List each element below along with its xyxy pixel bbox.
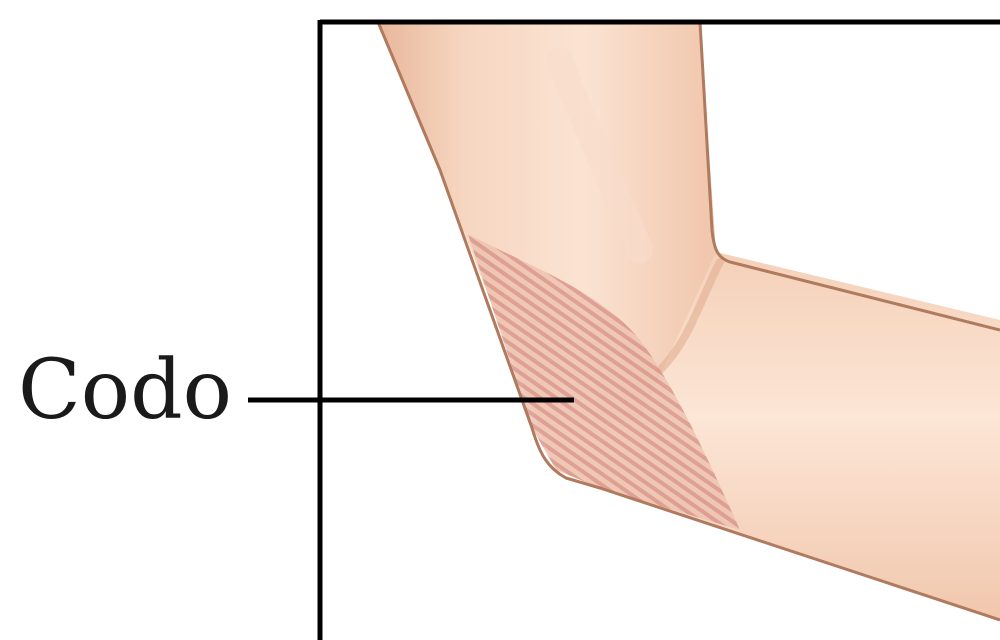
arm	[378, 22, 1000, 620]
elbow-label: Codo	[18, 343, 232, 438]
